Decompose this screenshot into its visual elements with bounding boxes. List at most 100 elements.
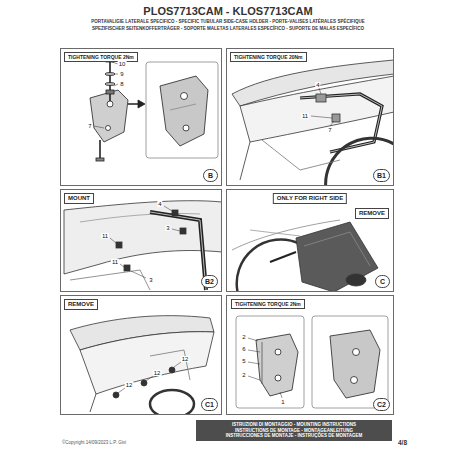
motorcycle-tail bbox=[232, 60, 393, 185]
exhaust-muffler bbox=[304, 232, 370, 266]
leader-line bbox=[114, 74, 118, 75]
motorcycle-tail bbox=[332, 114, 340, 122]
leader-line bbox=[146, 376, 153, 381]
leader-line bbox=[330, 121, 334, 126]
callout-number: 9 bbox=[119, 71, 124, 77]
exhaust-muffler bbox=[296, 222, 378, 291]
motorcycle-rear bbox=[150, 390, 194, 414]
leader-line bbox=[120, 264, 124, 267]
footer-text: INSTRUCCIONES DE MONTAJE - INSTRUÇÕES DE… bbox=[200, 433, 388, 439]
sheet-title: PLOS7713CAM - KLOS7713CAM bbox=[0, 5, 456, 17]
footer-text: INSTRUCTIONS DE MONTAGE - MONTAGEANLEITU… bbox=[200, 428, 388, 434]
plate-detail bbox=[256, 334, 298, 396]
motorcycle-rear bbox=[90, 394, 96, 412]
step-panel: TIGHTENING TORQUE 2NmB bbox=[60, 48, 222, 186]
callout-number: 8 bbox=[119, 81, 124, 87]
bracket-detail bbox=[138, 100, 145, 108]
leader-line bbox=[114, 84, 118, 86]
footer-band: ISTRUZIONI DI MONTAGGIO - MOUNTING INSTR… bbox=[196, 420, 392, 441]
plate-detail bbox=[275, 375, 281, 381]
rail-mount bbox=[150, 212, 206, 290]
step-letter: B2 bbox=[201, 275, 218, 288]
leader-line bbox=[248, 376, 260, 380]
leader-line bbox=[311, 88, 334, 126]
leader-line bbox=[174, 362, 181, 367]
callout-number: 2 bbox=[241, 372, 246, 378]
plate-detail bbox=[351, 377, 358, 384]
motorcycle-tail bbox=[240, 76, 393, 142]
bracket-detail bbox=[128, 103, 138, 105]
motorcycle-tail bbox=[326, 138, 393, 185]
subtitle-line: SPEZIFISCHER SEITENKOFFERTRÄGER - SOPORT… bbox=[92, 26, 364, 31]
leader-line bbox=[118, 362, 181, 393]
bracket-detail bbox=[170, 104, 196, 110]
bracket-detail bbox=[105, 83, 115, 86]
step-panel: TIGHTENING TORQUE 2NmC2 bbox=[226, 295, 394, 415]
callout-number: 6 bbox=[241, 346, 246, 352]
step-panel: MOUNT B2 bbox=[60, 189, 222, 292]
plate-detail bbox=[262, 342, 263, 384]
motorcycle-tail bbox=[300, 94, 382, 152]
callout-number: 12 bbox=[153, 370, 162, 376]
step-heading: MOUNT bbox=[64, 193, 94, 204]
motorcycle-tail bbox=[262, 140, 340, 170]
callout-number: 7 bbox=[87, 123, 92, 129]
step-panel: TIGHTENING TORQUE 20NmB1 bbox=[226, 48, 394, 186]
exhaust-muffler bbox=[270, 252, 296, 262]
leader-line bbox=[248, 350, 260, 352]
step-letter: C bbox=[375, 275, 390, 288]
leader-line bbox=[164, 206, 172, 211]
callout-number: 4 bbox=[315, 82, 320, 88]
leader-line bbox=[319, 88, 321, 94]
callout-number: 11 bbox=[301, 113, 309, 119]
step-letter: C1 bbox=[201, 398, 218, 411]
plate-detail bbox=[236, 316, 304, 408]
motorcycle-rear bbox=[169, 367, 175, 373]
leader-line bbox=[248, 338, 282, 398]
callout-number: 1 bbox=[280, 399, 285, 405]
callout-number: 12 bbox=[181, 356, 190, 362]
rail-mount bbox=[172, 210, 178, 216]
callout-number: 12 bbox=[125, 382, 134, 388]
bracket-detail bbox=[107, 101, 113, 107]
callout-number: 3 bbox=[165, 225, 170, 231]
exhaust-muffler bbox=[250, 230, 300, 236]
rail-mount bbox=[150, 212, 206, 290]
bracket-detail bbox=[106, 126, 111, 131]
leader-line bbox=[311, 116, 332, 118]
step-panel: REMOVE C1 bbox=[60, 295, 222, 415]
rail-mount bbox=[116, 242, 122, 248]
callout-number: 10 bbox=[118, 61, 127, 67]
bracket-detail bbox=[96, 158, 104, 161]
exhaust-muffler bbox=[237, 240, 300, 291]
plate-detail bbox=[236, 316, 388, 408]
step-letter: B bbox=[203, 169, 218, 182]
bracket-detail bbox=[146, 62, 218, 158]
subtitle-line: PORTAVALIGIE LATERALE SPECIFICO - SPECIF… bbox=[91, 20, 364, 25]
rail-mount bbox=[64, 201, 221, 290]
leader-line bbox=[131, 271, 146, 278]
step-heading: REMOVE bbox=[355, 208, 389, 219]
leader-line bbox=[94, 62, 118, 128]
bracket-detail bbox=[99, 140, 101, 160]
rail-mount bbox=[70, 270, 150, 290]
callout-number: 11 bbox=[111, 259, 119, 265]
leader-line bbox=[94, 126, 104, 128]
step-heading: REMOVE bbox=[64, 299, 98, 310]
plate-detail bbox=[275, 349, 281, 355]
step-heading: ONLY FOR RIGHT SIDE bbox=[273, 193, 347, 204]
motorcycle-tail bbox=[316, 94, 326, 102]
motorcycle-tail bbox=[300, 94, 382, 152]
bracket-detail bbox=[109, 60, 111, 101]
leader-line bbox=[248, 362, 260, 364]
step-letter: C2 bbox=[373, 398, 390, 411]
exhaust-muffler bbox=[232, 220, 378, 291]
bracket-detail bbox=[181, 93, 188, 100]
rail-mount bbox=[124, 265, 130, 271]
bracket-detail bbox=[90, 90, 128, 142]
callout-number: 4 bbox=[157, 201, 162, 207]
leader-line bbox=[172, 229, 180, 231]
motorcycle-rear bbox=[70, 316, 214, 414]
